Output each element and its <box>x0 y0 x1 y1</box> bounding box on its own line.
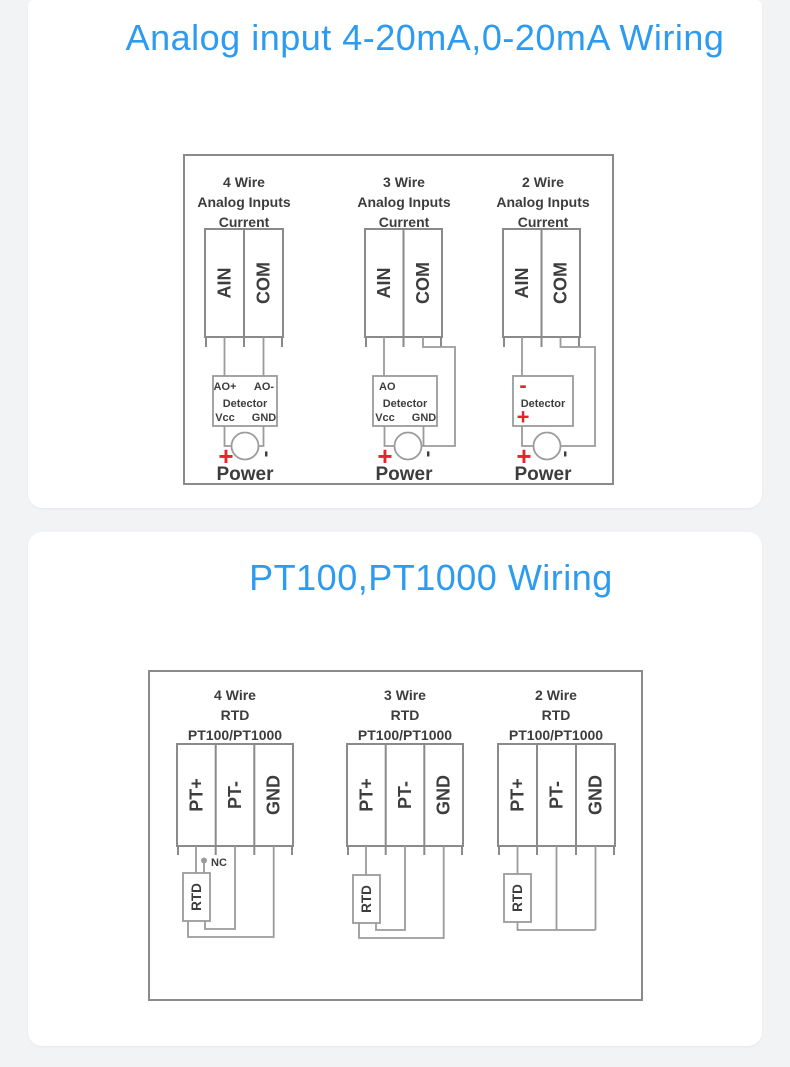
terminal-label-gnd: GND <box>586 775 606 815</box>
terminal-label-gnd: GND <box>434 775 454 815</box>
detector-box <box>512 375 574 427</box>
wire <box>187 846 275 938</box>
power-label: Power <box>514 464 572 485</box>
heading-line: 4 Wire <box>223 174 265 190</box>
rtd-wiring-diagram: 4 Wire RTD PT100/PT1000 PT+ PT- GND NC R… <box>148 670 643 1001</box>
terminal-label-ptplus: PT+ <box>356 778 376 812</box>
analog-section-title: Analog input 4-20mA,0-20mA Wiring <box>125 17 725 58</box>
analog-3wire-diagram: 3 Wire Analog Inputs Current AIN COM AO … <box>357 174 456 485</box>
heading-line: 2 Wire <box>522 174 564 190</box>
heading-line: 2 Wire <box>535 687 577 703</box>
analog-wiring-card: Analog input 4-20mA,0-20mA Wiring 4 Wire… <box>28 0 762 508</box>
wire <box>516 922 596 931</box>
power-source-symbol <box>532 431 562 461</box>
wire <box>375 846 406 931</box>
terminal-label-ptminus: PT- <box>395 781 415 809</box>
detector-box <box>372 375 438 427</box>
rtd-sensor-label: RTD <box>359 885 374 913</box>
power-plus-label: + <box>516 441 531 471</box>
analog-wiring-diagram: 4 Wire Analog Inputs Current AIN COM AO+… <box>183 154 614 485</box>
wire <box>204 846 236 930</box>
heading-line: 3 Wire <box>383 174 425 190</box>
heading-line: Analog Inputs <box>357 194 451 210</box>
terminal-label-ptminus: PT- <box>547 781 567 809</box>
terminal-label-com: COM <box>413 262 433 304</box>
heading-line: PT100/PT1000 <box>358 727 452 743</box>
rtd-sensor-box <box>503 873 532 923</box>
terminal-stubs <box>365 337 442 347</box>
terminal-label-ptminus: PT- <box>225 781 245 809</box>
rtd-2wire-diagram: 2 Wire RTD PT100/PT1000 PT+ PT- GND RTD <box>497 687 616 931</box>
wire <box>223 337 265 376</box>
terminal-stubs <box>498 846 615 855</box>
rtd-sensor-label: RTD <box>189 883 204 911</box>
rtd-section-title: PT100,PT1000 Wiring <box>249 557 613 598</box>
wire <box>421 337 456 447</box>
detector-ao-label: AO <box>379 381 396 393</box>
terminal-stubs <box>205 337 283 347</box>
heading-line: 4 Wire <box>214 687 256 703</box>
heading-line: RTD <box>391 707 420 723</box>
analog-4wire-diagram: 4 Wire Analog Inputs Current AIN COM AO+… <box>197 174 291 485</box>
detector-ao-plus-label: AO+ <box>214 381 237 393</box>
nc-label: NC <box>211 857 227 869</box>
heading-line: 3 Wire <box>384 687 426 703</box>
terminal-stubs <box>177 846 293 855</box>
heading-line: Current <box>379 214 430 230</box>
detector-ao-minus-label: AO- <box>254 381 275 393</box>
rtd-sensor-box <box>352 874 381 924</box>
detector-plus-label: + <box>517 405 530 430</box>
wire <box>383 426 425 447</box>
heading-line: PT100/PT1000 <box>509 727 603 743</box>
nc-dot <box>201 857 207 864</box>
heading-line: Analog Inputs <box>496 194 590 210</box>
power-label: Power <box>375 464 433 485</box>
heading-line: PT100/PT1000 <box>188 727 282 743</box>
terminal-label-ptplus: PT+ <box>508 778 528 812</box>
rtd-sensor-box <box>182 872 211 922</box>
terminal-block <box>497 743 616 847</box>
power-minus-label: - <box>418 451 440 458</box>
terminal-block <box>176 743 294 847</box>
heading-line: Analog Inputs <box>197 194 291 210</box>
rtd-wiring-card: PT100,PT1000 Wiring 4 Wire RTD PT100/PT1… <box>28 532 762 1046</box>
heading-line: Current <box>219 214 270 230</box>
terminal-label-ain: AIN <box>512 268 532 299</box>
power-source-symbol <box>393 431 423 461</box>
power-plus-label: + <box>377 441 392 471</box>
detector-name-label: Detector <box>223 398 268 410</box>
detector-gnd-label: GND <box>252 412 277 424</box>
wire <box>358 846 445 939</box>
terminal-label-ain: AIN <box>374 268 394 299</box>
terminal-label-ptplus: PT+ <box>186 778 206 812</box>
power-label: Power <box>216 464 274 485</box>
terminal-stubs <box>503 337 580 347</box>
detector-vcc-label: Vcc <box>375 412 395 424</box>
terminal-label-ain: AIN <box>215 268 235 299</box>
terminal-stubs <box>347 846 463 855</box>
heading-line: RTD <box>542 707 571 723</box>
terminal-label-com: COM <box>254 262 274 304</box>
power-plus-label: + <box>218 441 233 471</box>
wire <box>521 426 534 447</box>
terminal-label-com: COM <box>551 262 571 304</box>
power-minus-label: - <box>555 451 577 458</box>
terminal-label-gnd: GND <box>264 775 284 815</box>
wire <box>223 426 265 447</box>
detector-name-label: Detector <box>383 398 428 410</box>
wire <box>559 337 596 447</box>
detector-gnd-label: GND <box>412 412 437 424</box>
rtd-4wire-diagram: 4 Wire RTD PT100/PT1000 PT+ PT- GND NC R… <box>176 687 294 938</box>
analog-2wire-diagram: 2 Wire Analog Inputs Current AIN COM - D… <box>496 174 596 485</box>
heading-line: Current <box>518 214 569 230</box>
detector-box <box>212 375 278 427</box>
power-source-symbol <box>230 431 260 461</box>
rtd-sensor-label: RTD <box>510 884 525 912</box>
heading-line: RTD <box>221 707 250 723</box>
detector-vcc-label: Vcc <box>215 412 235 424</box>
detector-name-label: Detector <box>521 398 566 410</box>
power-minus-label: - <box>256 451 278 458</box>
detector-minus-label: - <box>519 373 526 398</box>
rtd-3wire-diagram: 3 Wire RTD PT100/PT1000 PT+ PT- GND RTD <box>346 687 464 939</box>
